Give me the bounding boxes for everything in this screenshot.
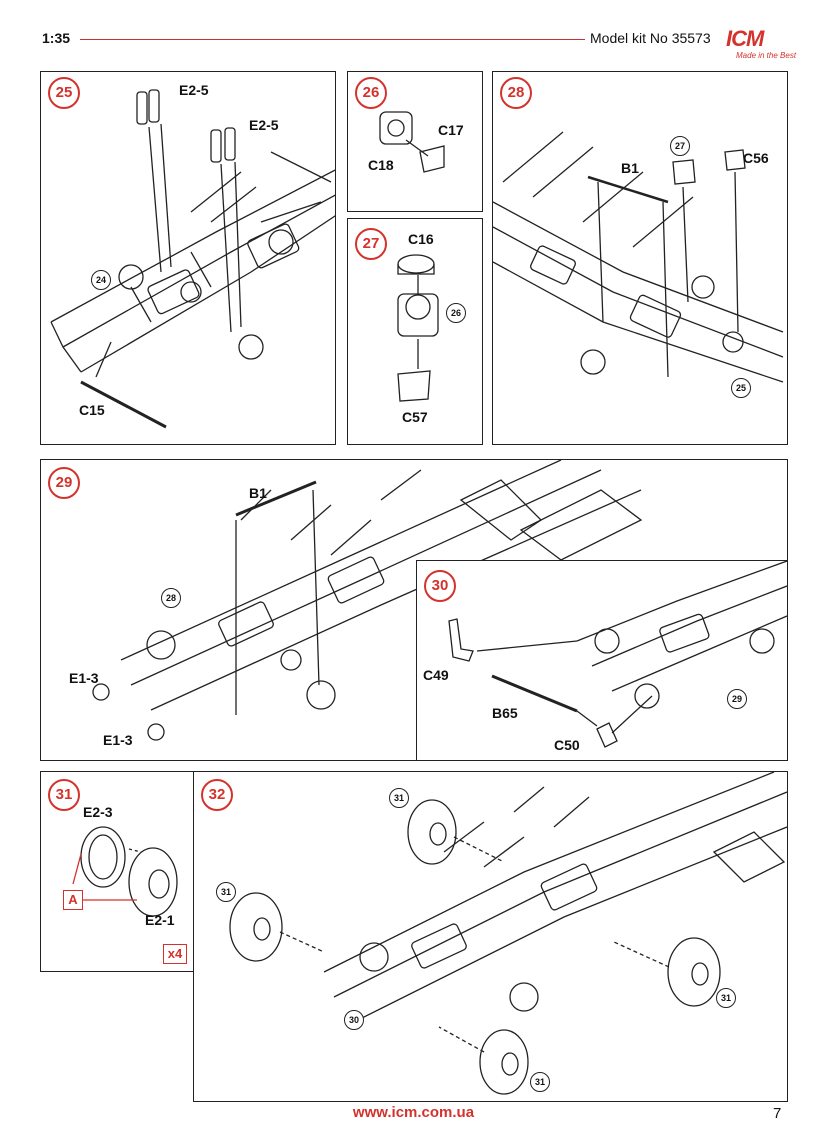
logo-text: ICM bbox=[726, 26, 764, 51]
part-c50-label: C50 bbox=[554, 737, 580, 753]
part-c16-label: C16 bbox=[408, 231, 434, 247]
step-32-number: 32 bbox=[201, 779, 233, 811]
step-26-illustration bbox=[379, 111, 445, 173]
part-b1-label: B1 bbox=[621, 160, 639, 176]
step-31-number: 31 bbox=[48, 779, 80, 811]
step-28-number: 28 bbox=[500, 77, 532, 109]
step-28-illustration bbox=[493, 131, 784, 383]
ref-step-31: 31 bbox=[216, 882, 236, 902]
part-e2-5-label: E2-5 bbox=[179, 82, 209, 98]
footer-url[interactable]: www.icm.com.ua bbox=[352, 1104, 475, 1121]
step-31-illustration bbox=[72, 826, 178, 917]
part-c15-label: C15 bbox=[79, 402, 105, 418]
part-c49-label: C49 bbox=[423, 667, 449, 683]
header-rule bbox=[80, 39, 585, 40]
step-25-panel: 25 E2-5 E2-5 C15 24 bbox=[40, 71, 336, 445]
step-25-number: 25 bbox=[48, 77, 80, 109]
step-32-panel: 32 31 31 31 31 30 bbox=[193, 771, 788, 1102]
ref-step-30: 30 bbox=[344, 1010, 364, 1030]
ref-step-31: 31 bbox=[716, 988, 736, 1008]
step-30-number: 30 bbox=[424, 570, 456, 602]
step-26-number: 26 bbox=[355, 77, 387, 109]
ref-step-31: 31 bbox=[530, 1072, 550, 1092]
step-27-illustration bbox=[397, 254, 439, 402]
ref-step-28: 28 bbox=[161, 588, 181, 608]
step-30-illustration bbox=[448, 561, 787, 748]
page-number: 7 bbox=[773, 1105, 782, 1122]
ref-step-24: 24 bbox=[91, 270, 111, 290]
part-e2-3-label: E2-3 bbox=[83, 804, 113, 820]
step-25-illustration bbox=[50, 89, 335, 429]
step-29-illustration bbox=[92, 460, 643, 741]
part-c17-label: C17 bbox=[438, 122, 464, 138]
scale-label: 1:35 bbox=[42, 30, 71, 46]
ref-step-29: 29 bbox=[727, 689, 747, 709]
ref-step-27: 27 bbox=[670, 136, 690, 156]
step-26-panel: 26 C17 C18 bbox=[347, 71, 483, 212]
ref-step-26: 26 bbox=[446, 303, 466, 323]
part-b65-label: B65 bbox=[492, 705, 518, 721]
step-29-number: 29 bbox=[48, 467, 80, 499]
step-31-panel: 31 E2-3 E2-1 A x4 bbox=[40, 771, 195, 972]
ref-step-31: 31 bbox=[389, 788, 409, 808]
part-e2-1-label: E2-1 bbox=[145, 912, 175, 928]
part-c56-label: C56 bbox=[743, 150, 769, 166]
ref-step-25: 25 bbox=[731, 378, 751, 398]
marker-a: A bbox=[63, 890, 83, 910]
step-27-panel: 27 C16 C57 26 bbox=[347, 218, 483, 445]
part-e1-3-label: E1-3 bbox=[103, 732, 133, 748]
step-28-panel: 28 B1 C56 27 25 bbox=[492, 71, 788, 445]
part-e1-3-label: E1-3 bbox=[69, 670, 99, 686]
part-c18-label: C18 bbox=[368, 157, 394, 173]
part-e2-5-label: E2-5 bbox=[249, 117, 279, 133]
part-b1-label: B1 bbox=[249, 485, 267, 501]
step-30-panel: 30 C49 B65 C50 29 bbox=[416, 560, 788, 761]
step-32-illustration bbox=[229, 772, 787, 1095]
part-c57-label: C57 bbox=[402, 409, 428, 425]
model-number: Model kit No 35573 bbox=[590, 30, 711, 46]
step-27-number: 27 bbox=[355, 228, 387, 260]
quantity-badge: x4 bbox=[163, 944, 187, 964]
logo-tagline: Made in the Best bbox=[736, 51, 797, 60]
